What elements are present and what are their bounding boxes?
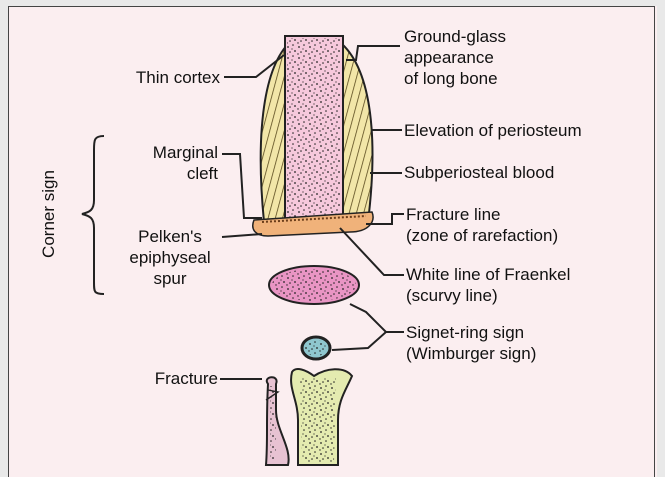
label-corner-sign: Corner sign xyxy=(39,164,59,264)
corner-sign-bracket xyxy=(82,136,104,294)
periosteum-right xyxy=(342,44,372,222)
label-ground-glass-3: of long bone xyxy=(404,68,498,89)
label-subperiosteal-blood: Subperiosteal blood xyxy=(404,162,554,183)
leader-marginal-cleft xyxy=(222,154,262,218)
label-ground-glass-2: appearance xyxy=(404,47,494,68)
leader-signet-2 xyxy=(332,332,386,350)
label-pelken-3: spur xyxy=(120,268,220,289)
label-white-line-1: White line of Fraenkel xyxy=(406,264,570,285)
label-signet-1: Signet-ring sign xyxy=(406,322,524,343)
label-elevation-periosteum: Elevation of periosteum xyxy=(404,120,582,141)
leader-signet xyxy=(350,304,404,332)
leader-pelken xyxy=(222,234,262,237)
leader-white-line xyxy=(340,228,404,275)
label-ground-glass-1: Ground-glass xyxy=(404,26,506,47)
label-pelken-1: Pelken's xyxy=(120,226,220,247)
label-marginal-1: Marginal xyxy=(110,142,218,163)
label-fracture-line-2: (zone of rarefaction) xyxy=(406,225,558,246)
label-thin-cortex: Thin cortex xyxy=(100,67,220,88)
label-fracture-line-1: Fracture line xyxy=(406,204,500,225)
label-signet-2: (Wimburger sign) xyxy=(406,343,536,364)
label-white-line-2: (scurvy line) xyxy=(406,285,498,306)
label-fracture: Fracture xyxy=(120,368,218,389)
label-pelken-2: epiphyseal xyxy=(120,247,220,268)
label-marginal-2: cleft xyxy=(110,163,218,184)
